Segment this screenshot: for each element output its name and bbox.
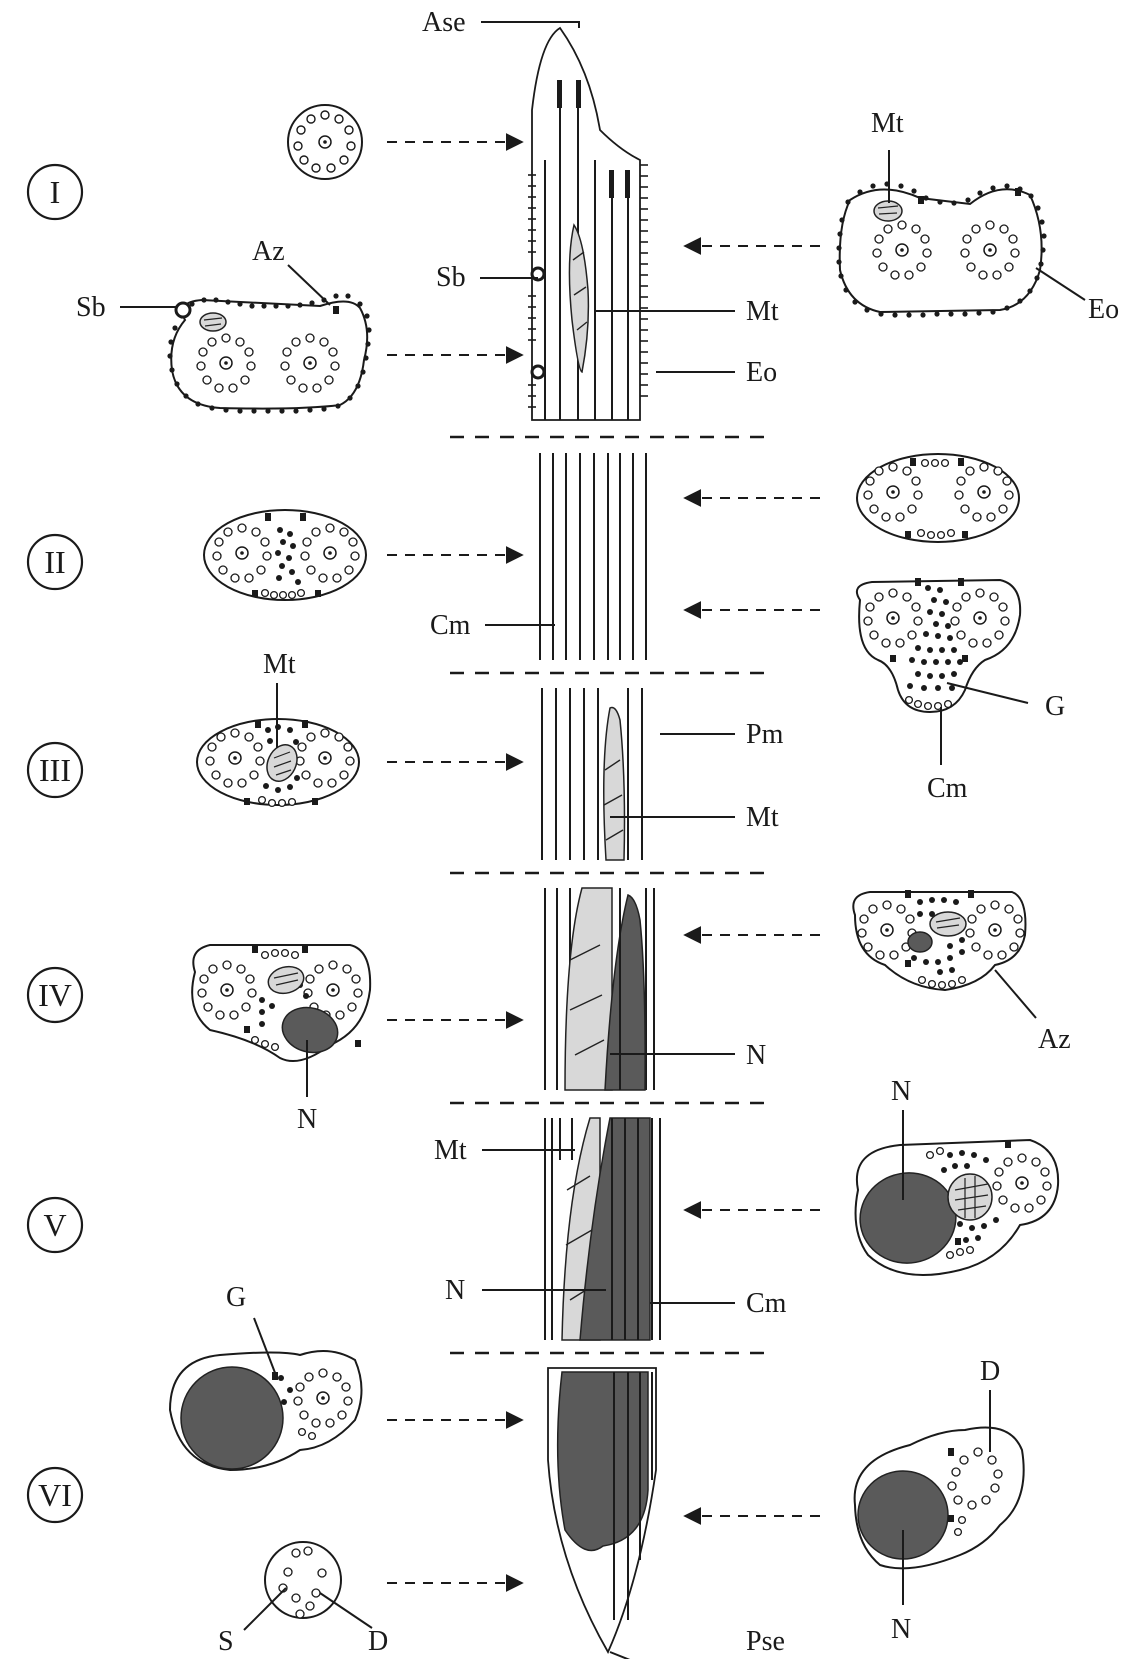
segment-v [544, 1117, 661, 1341]
axoneme [950, 588, 1010, 648]
leader-lines [120, 21, 1086, 1659]
axoneme [300, 523, 360, 583]
label-n-center-4: N [746, 1040, 766, 1071]
label-mt-left-3: Mt [263, 649, 296, 680]
label-eo-right: Eo [1088, 294, 1119, 325]
cross-section-iv-left [191, 944, 372, 1062]
label-mt-center-3: Mt [746, 802, 779, 833]
axoneme [863, 462, 923, 522]
section-separators [450, 435, 765, 1355]
numeral-label: II [44, 544, 65, 580]
cross-section-ii-right-upper [856, 453, 1020, 543]
numeral-label: I [50, 174, 61, 210]
axoneme [295, 728, 355, 788]
segment-i [528, 26, 648, 421]
axoneme [197, 960, 257, 1020]
label-ase: Ase [422, 7, 466, 38]
label-az-right-4: Az [1038, 1024, 1071, 1055]
label-n-right-5: N [891, 1076, 911, 1107]
label-g-left-6: G [226, 1282, 246, 1313]
segment-iv [544, 887, 655, 1091]
section-numeral-ii: II [26, 533, 84, 591]
axoneme [960, 220, 1020, 280]
section-numeral-iv: IV [26, 966, 84, 1024]
axoneme [863, 588, 923, 648]
label-s-left-6: S [218, 1626, 234, 1657]
cross-section-i-right [836, 181, 1047, 318]
axoneme [872, 220, 932, 280]
label-cm-center-2: Cm [430, 610, 471, 641]
label-n-left-4: N [297, 1104, 317, 1135]
segment-iii [541, 688, 643, 861]
label-g-right-2: G [1045, 691, 1065, 722]
label-cm-right-2: Cm [927, 773, 968, 804]
cross-section-ii-right-lower [856, 578, 1022, 714]
cross-section-i-left [167, 293, 372, 414]
cross-section-i-apical [287, 104, 363, 180]
longitudinal-section [528, 26, 661, 1654]
label-sb-center: Sb [436, 262, 466, 293]
label-n-right-6: N [891, 1614, 911, 1645]
cross-section-ii-left [203, 509, 367, 601]
axoneme [293, 1368, 353, 1428]
axoneme [954, 462, 1014, 522]
axoneme [196, 333, 256, 393]
label-pse: Pse [746, 1626, 785, 1657]
label-sb-left: Sb [76, 292, 106, 323]
label-d-left-6: D [368, 1626, 388, 1657]
label-mt-right-1: Mt [871, 108, 904, 139]
section-numeral-vi: VI [26, 1466, 84, 1524]
external-ornament-ticks [528, 164, 648, 408]
axoneme [280, 333, 340, 393]
structure-labels: Ase Sb Sb Az Mt Eo Mt Eo Cm G Cm Mt Pm M… [76, 7, 1119, 1657]
axoneme [992, 1153, 1052, 1213]
numeral-label: VI [38, 1477, 72, 1513]
numeral-label: III [39, 752, 71, 788]
section-numerals: I II III IV V VI [26, 163, 84, 1524]
numeral-label: V [43, 1207, 66, 1243]
section-numeral-v: V [26, 1196, 84, 1254]
label-pm-center: Pm [746, 719, 784, 750]
axoneme [965, 900, 1025, 960]
cross-section-v-right [854, 1138, 1060, 1276]
cross-section-vi-left-upper [168, 1350, 363, 1472]
label-mt-center-5: Mt [434, 1135, 467, 1166]
label-az-left: Az [252, 236, 285, 267]
cross-section-iv-right [852, 890, 1027, 992]
numeral-label: IV [38, 977, 72, 1013]
cross-section-vi-right [853, 1426, 1025, 1570]
segment-ii [539, 453, 647, 660]
axoneme [212, 523, 272, 583]
cross-section-vi-left-lower [264, 1541, 342, 1619]
label-d-right-6: D [980, 1356, 1000, 1387]
axoneme [205, 728, 265, 788]
label-cm-center-5: Cm [746, 1288, 787, 1319]
section-numeral-i: I [26, 163, 84, 221]
label-n-center-5: N [445, 1275, 465, 1306]
dashed-arrows [387, 133, 820, 1592]
segment-vi [547, 1367, 657, 1654]
label-eo-center: Eo [746, 357, 777, 388]
section-numeral-iii: III [26, 741, 84, 799]
label-mt-center-1: Mt [746, 296, 779, 327]
